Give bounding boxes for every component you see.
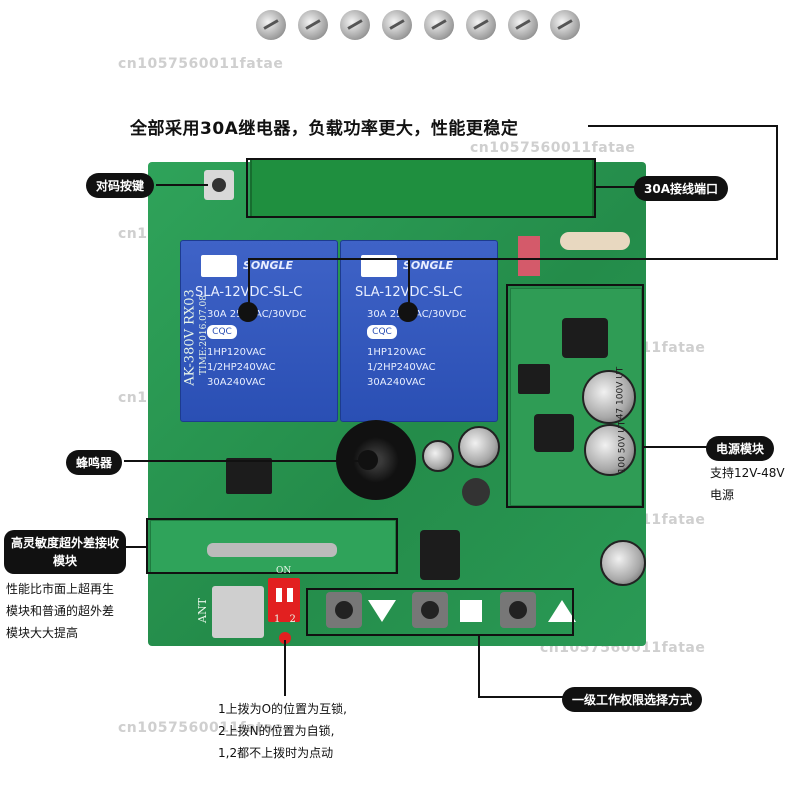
relay-brand: SONGLE xyxy=(243,259,294,272)
relay-2: SONGLE SLA-12VDC-SL-C 30A 250VAC/30VDC C… xyxy=(340,240,498,422)
cqc-badge: CQC xyxy=(207,325,237,339)
crystal-component xyxy=(462,478,490,506)
inductor-component xyxy=(562,318,608,358)
resistor-component xyxy=(560,232,630,250)
dip-note: 1上拨为O的位置为互锁, 2上拨N的位置为自锁, 1,2都不上拨时为点动 xyxy=(218,702,347,760)
label-power-module: 电源模块 xyxy=(706,436,775,461)
screw-icon xyxy=(550,10,580,40)
watermark: cn1057560011fatae xyxy=(118,720,284,736)
capacitor-icon xyxy=(458,426,500,468)
receiver-note: 性能比市面上超再生 模块和普通的超外差 模块大大提高 xyxy=(6,582,115,640)
label-buzzer: 蜂鸣器 xyxy=(66,450,123,475)
callout-line xyxy=(408,258,410,314)
headline: 全部采用30A继电器，负载功率更大，性能更稳定 xyxy=(130,119,519,139)
pink-component xyxy=(518,236,540,276)
pair-button-component xyxy=(204,170,234,200)
label-permission: 一级工作权限选择方式 xyxy=(562,687,703,712)
callout-line xyxy=(124,460,368,462)
callout-line xyxy=(248,258,778,260)
terminal-outline xyxy=(246,158,596,218)
screw-icon xyxy=(340,10,370,40)
screw-icon xyxy=(466,10,496,40)
relay-spec: 1/2HP240VAC xyxy=(367,362,436,373)
screw-icon xyxy=(508,10,538,40)
callout-line xyxy=(156,184,208,186)
callout-line xyxy=(126,546,148,548)
screw-icon xyxy=(424,10,454,40)
receiver-board xyxy=(150,520,396,574)
receiver-outline xyxy=(146,518,398,574)
label-receiver: 高灵敏度超外差接收模块 xyxy=(4,530,126,574)
dip-toggle xyxy=(276,588,282,602)
tact-button xyxy=(500,592,536,628)
callout-dot xyxy=(398,302,418,322)
square-icon xyxy=(460,600,482,622)
tact-button xyxy=(412,592,448,628)
ic-chip xyxy=(226,458,272,494)
capacitor-icon xyxy=(582,370,636,424)
tact-button xyxy=(326,592,362,628)
inductor-component xyxy=(534,414,574,452)
callout-line xyxy=(776,125,778,260)
label-pair-button: 对码按键 xyxy=(86,173,155,198)
board-time: TIME:2016.07.08 xyxy=(198,295,209,375)
callout-dot xyxy=(238,302,258,322)
callout-line xyxy=(588,125,778,127)
antenna-connector xyxy=(212,586,264,638)
relay-spec: 30A240VAC xyxy=(207,377,266,388)
dip-switch xyxy=(268,578,300,622)
label-terminal: 30A接线端口 xyxy=(634,176,728,201)
inductor-component xyxy=(420,530,460,580)
callout-line xyxy=(644,446,708,448)
callout-line xyxy=(284,640,286,696)
capacitor-icon xyxy=(422,440,454,472)
callout-line xyxy=(248,258,250,314)
screw-icon xyxy=(256,10,286,40)
relay-brand: SONGLE xyxy=(403,259,454,272)
songle-logo xyxy=(361,255,397,277)
screw-icon xyxy=(298,10,328,40)
power-note: 支持12V-48V 电源 xyxy=(710,466,785,502)
watermark: cn1057560011fatae xyxy=(118,56,284,72)
ant-label: ANT xyxy=(195,598,209,623)
watermark: cn1057560011fatae xyxy=(470,140,636,156)
relay-spec: 1HP120VAC xyxy=(207,347,266,358)
capacitor-icon xyxy=(600,540,646,586)
arrow-down-icon xyxy=(368,600,396,622)
screw-icon xyxy=(382,10,412,40)
board-model: AK-380V RX03 xyxy=(182,289,198,386)
dip-toggle xyxy=(287,588,293,602)
power-module-outline xyxy=(506,284,644,508)
regulator-chip xyxy=(518,364,550,394)
dip-num-label: 1 2 xyxy=(274,614,299,625)
dip-on-label: ON xyxy=(276,566,292,576)
relay-spec: 1/2HP240VAC xyxy=(207,362,276,373)
arrow-up-icon xyxy=(548,600,576,622)
songle-logo xyxy=(201,255,237,277)
buttons-outline xyxy=(306,588,574,636)
callout-line xyxy=(596,186,636,188)
relay-spec: 1HP120VAC xyxy=(367,347,426,358)
capacitor-icon xyxy=(584,424,636,476)
relay-spec: 30A240VAC xyxy=(367,377,426,388)
relay-1: SONGLE SLA-12VDC-SL-C 30A 250VAC/30VDC C… xyxy=(180,240,338,422)
cqc-badge: CQC xyxy=(367,325,397,339)
dip-marker-dot xyxy=(279,632,291,644)
callout-line xyxy=(478,696,564,698)
callout-line xyxy=(478,636,480,698)
callout-dot xyxy=(358,450,378,470)
